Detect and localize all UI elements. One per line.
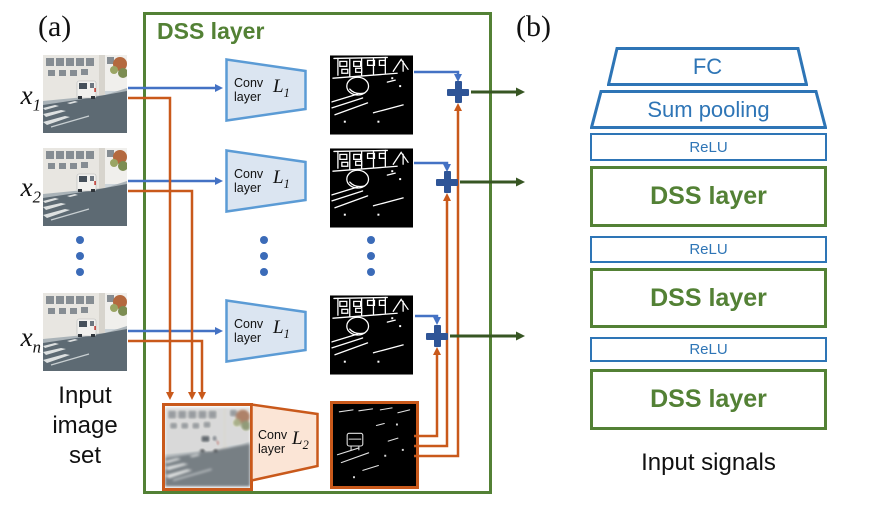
dss-layer-box-title: DSS layer bbox=[157, 18, 265, 44]
layer-dss-1: DSS layer bbox=[590, 166, 827, 227]
input-label-x2: x2 bbox=[20, 172, 41, 207]
layer-relu-3: ReLU bbox=[590, 337, 827, 362]
ellipsis-dots-maps bbox=[367, 236, 375, 276]
input-image-set-caption: Input image set bbox=[52, 382, 118, 469]
input-signals-caption: Input signals bbox=[641, 449, 776, 476]
pooled-image bbox=[162, 403, 253, 491]
feature-map-n bbox=[330, 295, 413, 375]
layer-relu-2: ReLU bbox=[590, 236, 827, 263]
input-image-x1 bbox=[43, 55, 127, 133]
layer-dss-3: DSS layer bbox=[590, 369, 827, 430]
layer-fc: FC bbox=[607, 47, 808, 86]
input-label-xn: xn bbox=[20, 322, 41, 357]
feature-map-2 bbox=[330, 148, 413, 228]
sum-plus-icon-2 bbox=[436, 171, 458, 193]
layer-sum-pooling: Sum pooling bbox=[590, 90, 827, 129]
input-image-xn bbox=[43, 293, 127, 371]
layer-dss-2: DSS layer bbox=[590, 268, 827, 328]
panel-a-label: (a) bbox=[38, 10, 72, 43]
pooled-feature-map bbox=[330, 401, 419, 489]
input-image-x2 bbox=[43, 148, 127, 226]
sum-plus-icon-1 bbox=[447, 81, 469, 103]
ellipsis-dots-inputs bbox=[76, 236, 84, 276]
panel-b-label: (b) bbox=[516, 10, 551, 43]
input-label-x1: x1 bbox=[20, 80, 41, 115]
layer-relu-1: ReLU bbox=[590, 133, 827, 161]
sum-plus-icon-3 bbox=[426, 325, 448, 347]
ellipsis-dots-conv bbox=[260, 236, 268, 276]
feature-map-1 bbox=[330, 55, 413, 135]
